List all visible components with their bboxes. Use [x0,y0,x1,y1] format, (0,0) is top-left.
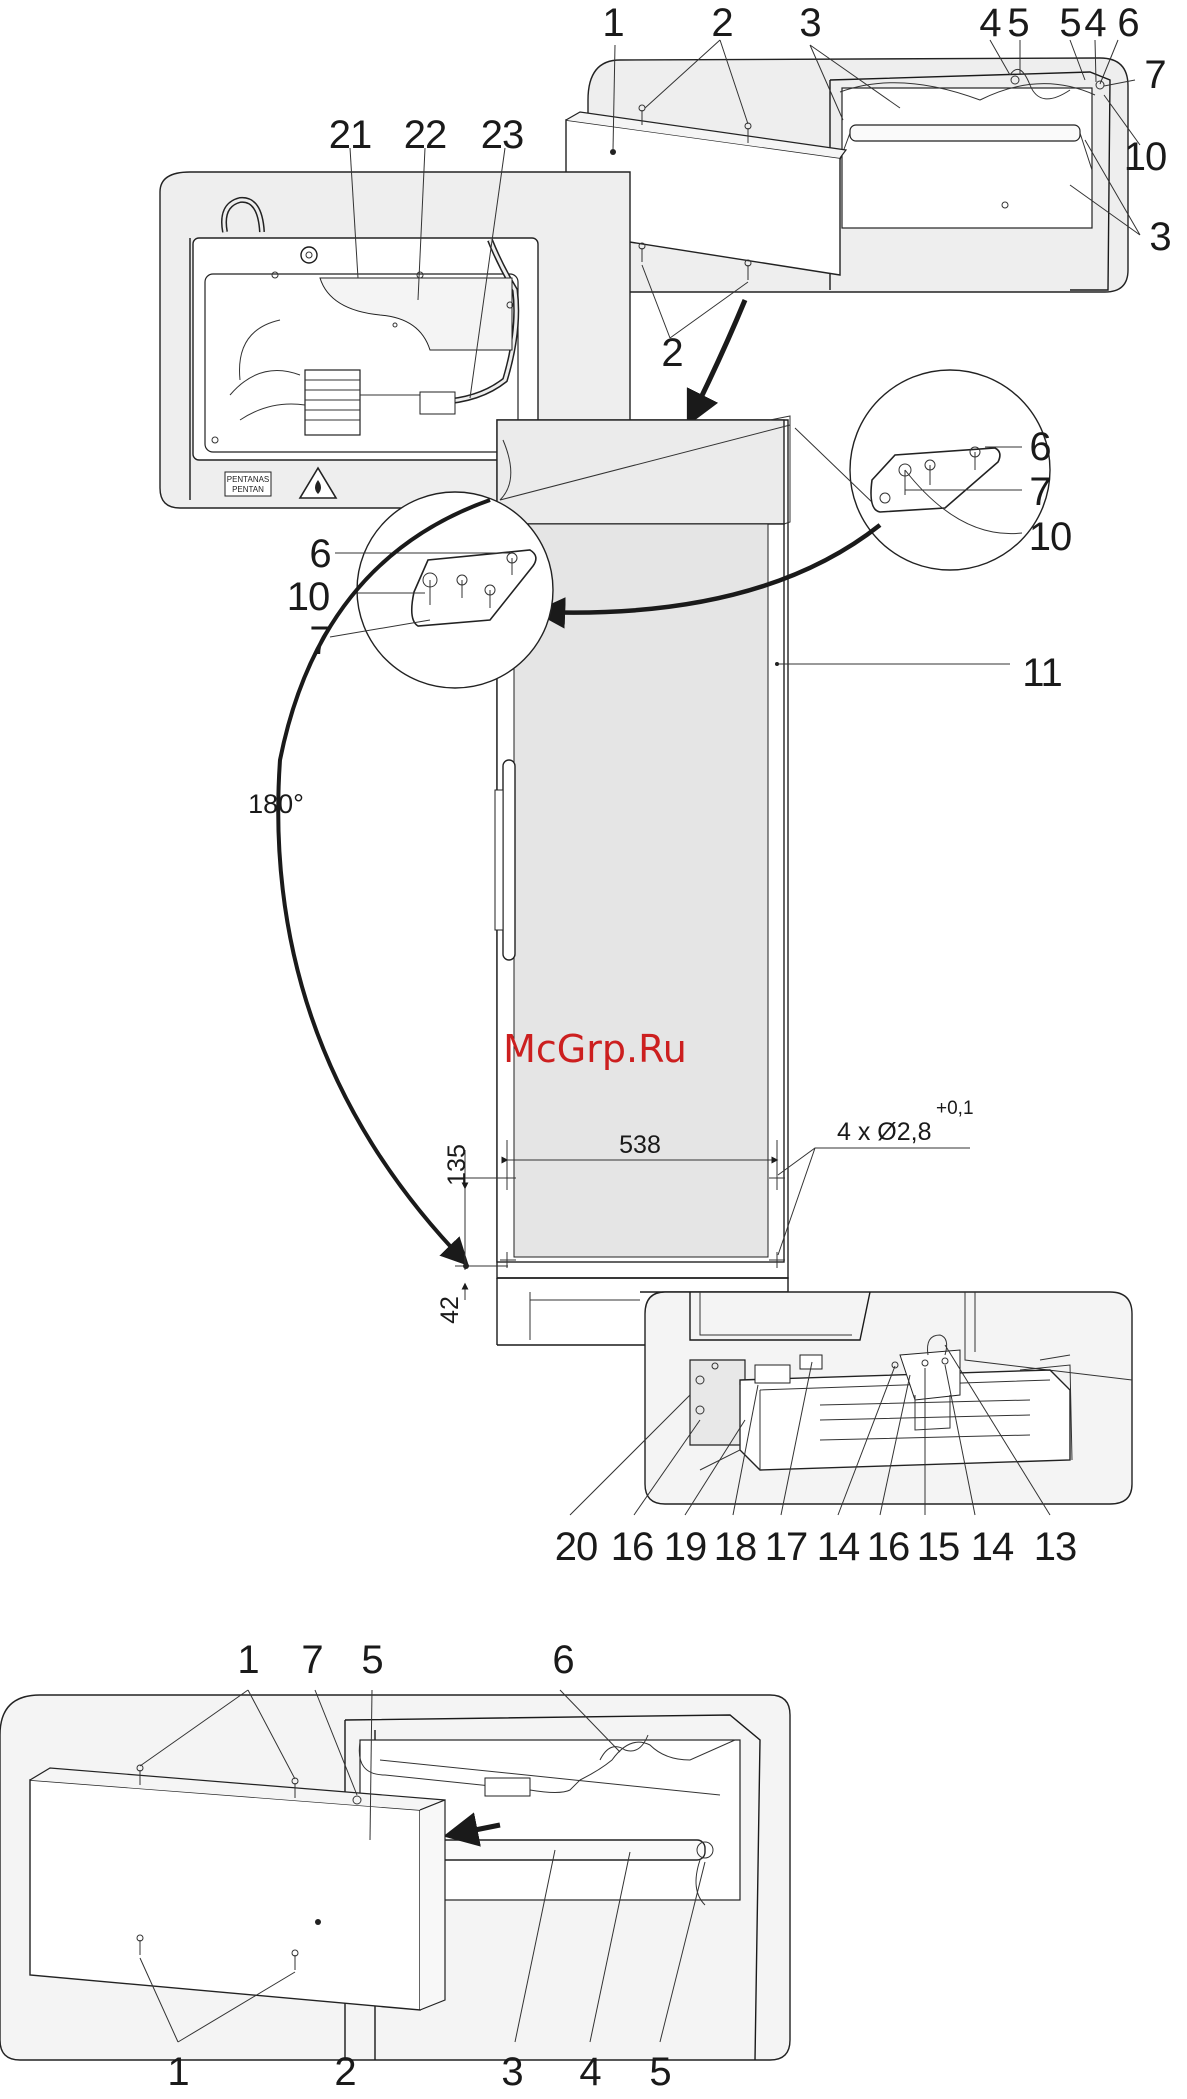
callout-lamp-7: 7 [301,1638,322,1682]
watermark: McGrp.Ru [503,1027,687,1071]
callout-top-7: 7 [1144,53,1165,97]
warning-label-line-2: PENTAN [232,485,264,494]
callout-top-6: 6 [1117,1,1138,45]
callout-door-11: 11 [1022,651,1062,695]
callout-base-20: 20 [555,1525,598,1569]
callout-top-4a: 4 [979,1,1001,45]
dimension-holes: 4 x Ø2,8 [837,1118,932,1146]
callout-top-3b: 3 [1149,215,1170,259]
callout-top-2b: 2 [661,331,682,375]
callout-lamp-1: 1 [237,1638,258,1682]
callout-lamp-bottom-5: 5 [649,2050,670,2094]
callout-hinge-right-6: 6 [1029,425,1050,469]
callout-lamp-bottom-4: 4 [579,2050,601,2094]
callout-base-13: 13 [1034,1525,1077,1569]
callout-lamp-bottom-2: 2 [334,2050,355,2094]
callout-hinge-right-7: 7 [1029,470,1050,514]
callout-base-18: 18 [714,1525,757,1569]
callout-21: 21 [329,113,372,157]
callout-top-4b: 4 [1084,1,1106,45]
base-detail-panel [570,1292,1132,1515]
callout-top-5a: 5 [1007,1,1028,45]
callout-base-15: 15 [917,1525,960,1569]
callout-lamp-bottom-1: 1 [167,2050,188,2094]
callout-hinge-left-6: 6 [309,532,330,576]
callout-base-14b: 14 [971,1525,1014,1569]
callout-top-2: 2 [711,1,732,45]
callout-base-19: 19 [664,1525,707,1569]
callout-hinge-left-7: 7 [309,619,330,663]
callout-lamp-5: 5 [361,1638,382,1682]
callout-hinge-right-10: 10 [1029,515,1072,559]
warning-label-line-1: PENTANAS [227,475,270,484]
lamp-detail-panel [0,1690,790,2060]
dimension-top-offset: 135 [443,1144,471,1186]
callout-base-16b: 16 [867,1525,910,1569]
callout-base-17: 17 [765,1525,808,1569]
callout-base-14a: 14 [817,1525,860,1569]
callout-hinge-left-10: 10 [287,575,330,619]
callout-22: 22 [404,113,447,157]
callout-top-10: 10 [1124,135,1167,179]
callout-23: 23 [481,113,524,157]
callout-top-3: 3 [799,1,820,45]
callout-base-16a: 16 [611,1525,654,1569]
callout-top-5b: 5 [1059,1,1080,45]
callout-top-1: 1 [602,1,623,45]
callout-lamp-6: 6 [552,1638,573,1682]
dimension-width: 538 [619,1131,661,1159]
rotation-angle: 180° [248,789,304,819]
callout-lamp-bottom-3: 3 [501,2050,522,2094]
dimension-tolerance: +0,1 [936,1098,974,1119]
canopy-detail-panel [566,40,1140,420]
dimension-bottom-offset: 42 [436,1296,464,1324]
